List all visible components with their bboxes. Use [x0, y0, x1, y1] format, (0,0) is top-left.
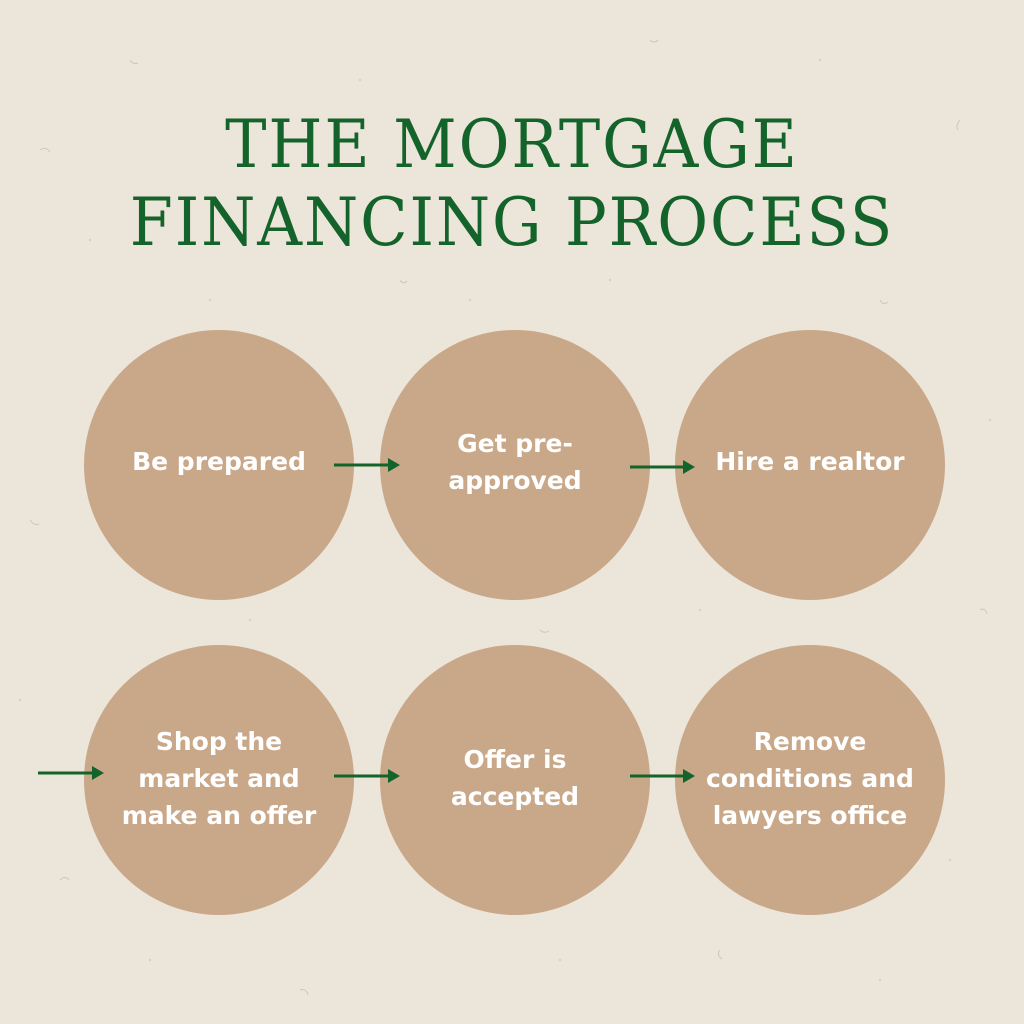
title-line-1: THE MORTGAGE: [225, 106, 799, 183]
step-remove-conditions: Remove conditions and lawyers office: [675, 645, 945, 915]
step-be-prepared: Be prepared: [84, 330, 354, 600]
title-line-2: FINANCING PROCESS: [129, 184, 895, 261]
step-label: Remove conditions and lawyers office: [706, 726, 914, 830]
step-shop-the-market: Shop the market and make an offer: [84, 645, 354, 915]
step-get-pre-approved: Get pre- approved: [380, 330, 650, 600]
step-hire-a-realtor: Hire a realtor: [675, 330, 945, 600]
step-label: Get pre- approved: [448, 428, 582, 495]
step-label: Hire a realtor: [715, 447, 905, 476]
step-label: Offer is accepted: [450, 745, 580, 811]
step-label: Shop the market and make an offer: [121, 726, 317, 830]
step-label: Be prepared: [132, 447, 306, 476]
step-offer-accepted: Offer is accepted: [380, 645, 650, 915]
